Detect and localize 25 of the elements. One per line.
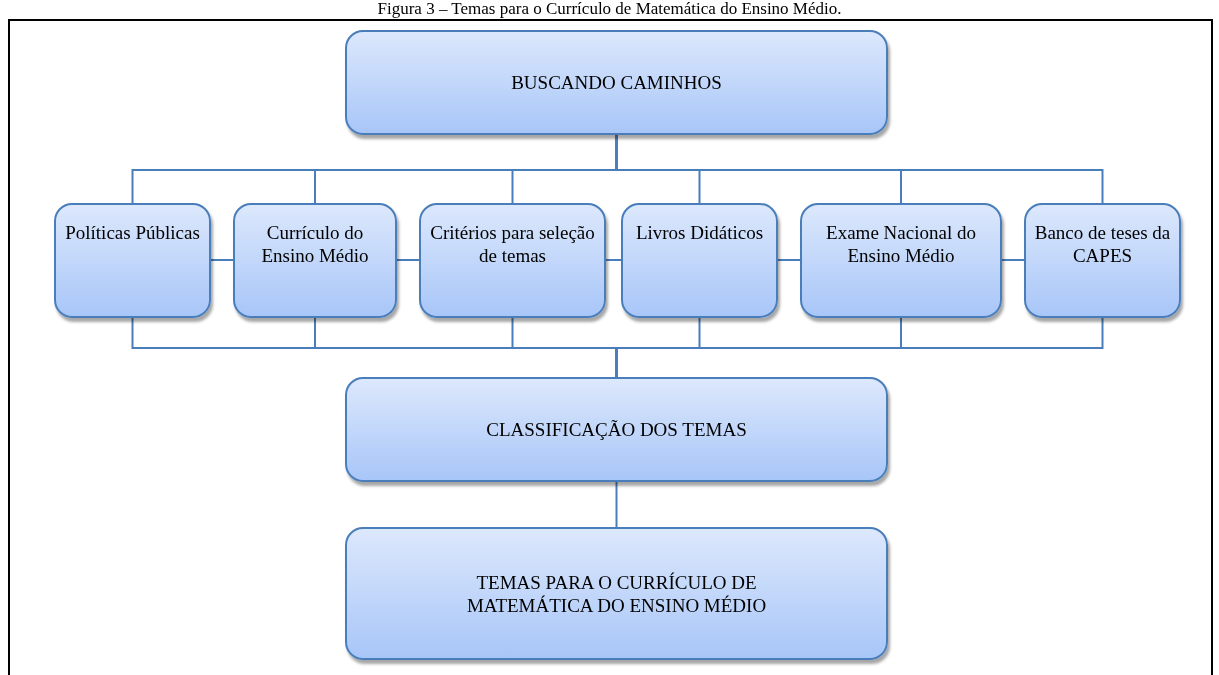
- rounded-box: [54, 203, 211, 318]
- rounded-box: [345, 527, 888, 660]
- box-label: TEMAS PARA O CURRÍCULO DE MATEMÁTICA DO ENSINO MÉDIO: [465, 570, 768, 617]
- rounded-box: [233, 203, 397, 318]
- figure-title: Figura 3 – Temas para o Currículo de Matemática do Ensino Médio.: [376, 0, 843, 18]
- box-label: Currículo do Ensino Médio: [260, 221, 370, 267]
- box-label: Critérios para seleção de temas: [429, 221, 596, 267]
- connector-line: [605, 259, 622, 261]
- rounded-box: [345, 377, 888, 482]
- box-label: Livros Didáticos: [635, 221, 764, 244]
- connector-line: [615, 481, 618, 528]
- box-label: Banco de teses da CAPES: [1034, 221, 1171, 267]
- connector-line: [210, 259, 234, 261]
- rounded-box: [345, 30, 888, 135]
- box-label: CLASSIFICAÇÃO DOS TEMAS: [486, 418, 747, 441]
- rounded-box: [419, 203, 606, 318]
- box-label: Exame Nacional do Ensino Médio: [825, 221, 977, 267]
- box-label: BUSCANDO CAMINHOS: [511, 71, 722, 94]
- connector-line: [777, 259, 801, 261]
- rounded-box: [621, 203, 778, 318]
- rounded-box: [800, 203, 1002, 318]
- rounded-box: [1024, 203, 1181, 318]
- box-label: Políticas Públicas: [65, 221, 200, 244]
- connector-line: [1001, 259, 1025, 261]
- connector-line: [396, 259, 420, 261]
